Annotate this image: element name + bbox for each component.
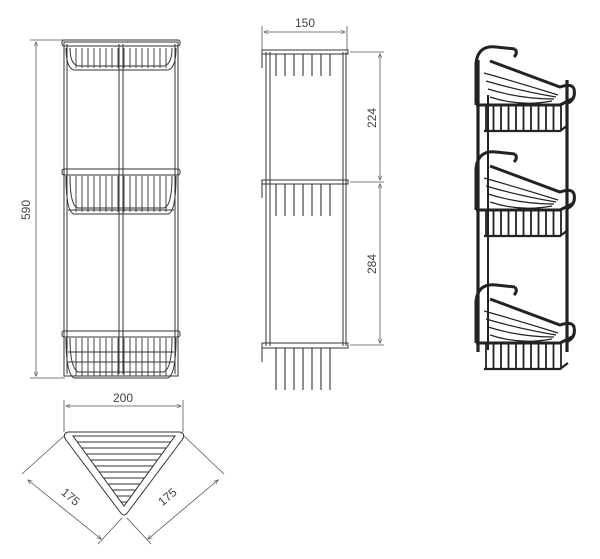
height-dimension: 590 (19, 39, 65, 379)
front-top-basket (61, 39, 181, 71)
spacing-dimension-upper: 224 (350, 51, 384, 183)
side-left-label: 175 (58, 485, 83, 509)
side-right-label: 175 (155, 485, 180, 509)
basket-rim (489, 59, 576, 105)
basket-rim (512, 48, 518, 59)
side-frame (265, 52, 347, 346)
side-shelf-top (261, 49, 349, 76)
basket-rib (487, 193, 555, 205)
basket-rib (489, 334, 553, 342)
basket-bottom (484, 362, 569, 371)
basket-rib (483, 177, 559, 201)
product-render (474, 45, 576, 371)
front-middle-basket (61, 168, 181, 215)
basket-rim (476, 202, 573, 212)
basket-rib (487, 88, 555, 100)
corner-basket-plan (63, 431, 185, 516)
spacing-upper-label: 224 (365, 108, 379, 128)
basket-rib (483, 310, 559, 334)
side-dimension-right: 175 (126, 435, 225, 545)
basket-rim (489, 297, 576, 343)
basket-rim (474, 150, 516, 210)
basket-rib (485, 318, 557, 336)
front-bottom-basket (61, 330, 181, 379)
basket-rib (485, 185, 557, 203)
front-frame (63, 41, 179, 377)
side-shelf-bottom (261, 342, 349, 390)
basket-rim (474, 283, 516, 343)
basket-rim (512, 153, 518, 164)
basket-rib (485, 80, 557, 98)
side-width-dimension: 150 (261, 16, 348, 50)
side-dimension-left: 175 (21, 435, 123, 545)
basket-bottom (484, 229, 569, 238)
basket-rim (489, 164, 576, 210)
width-top-label: 200 (113, 391, 133, 405)
width-side-label: 150 (295, 16, 315, 30)
front-view: 590 (19, 39, 181, 379)
basket-rim (512, 286, 518, 297)
basket-rib (489, 201, 553, 209)
basket-bottom (484, 124, 569, 133)
top-view: 200 175 175 (21, 391, 225, 545)
side-shelf-middle (261, 179, 349, 216)
basket-rib (489, 96, 553, 104)
width-dimension: 200 (63, 391, 184, 432)
spacing-dimension-lower: 284 (350, 184, 384, 346)
side-view: 150 224 (261, 16, 384, 390)
basket-rim (474, 45, 516, 105)
height-label: 590 (19, 200, 33, 220)
spacing-lower-label: 284 (365, 254, 379, 274)
basket-rim (476, 335, 573, 345)
basket-rim (476, 97, 573, 107)
basket-rib (483, 72, 559, 96)
basket-rib (487, 326, 555, 338)
